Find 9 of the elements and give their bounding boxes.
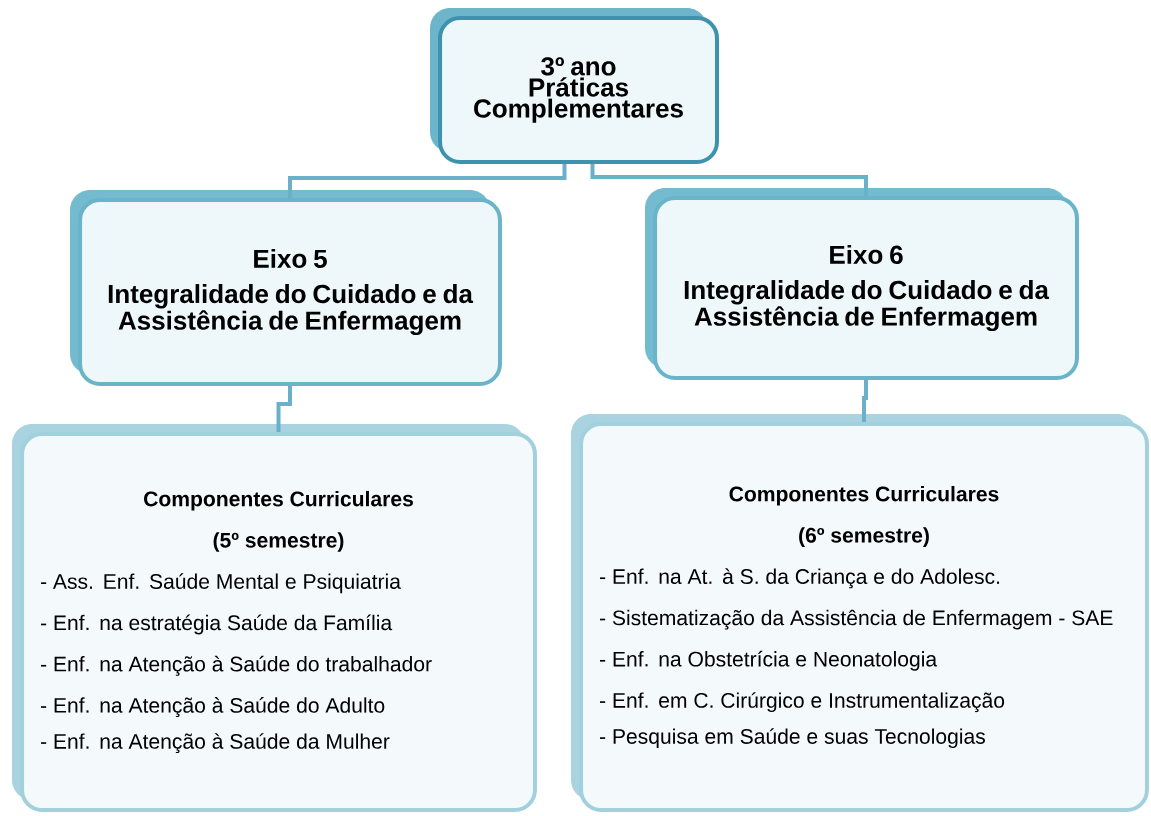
connector-line [590,164,868,197]
list-card: Componentes Curriculares (5º semestre) - Ass. Enf. Saúde Mental e Psiquiatria - Enf. na estratégia Saúde da Família - Enf. na Atenção à Saúde do trabalhador - Enf. na Atenção à Saúde do Adulto - Enf. na Atenção à Saúde da Mulher [12,424,537,812]
connector-line [862,380,868,423]
process-box: 3º ano Práticas Complementares [430,8,719,164]
process-box: Eixo 5 Integralidade do Cuidado e da Assistência de Enfermagem [70,190,502,386]
connector-line [288,164,567,198]
list-card: Componentes Curriculares (6º semestre) - Enf. na At. à S. da Criança e do Adolesc. - Sistematização da Assistência de Enfermagem - SAE - Enf. na Obstetrícia e Neonatologia - Enf. em C. Cirúrgico e Instrumentalização - Pesquisa em Saúde e suas Tecnologias [571,414,1149,812]
connector-line [276,386,292,433]
process-box: Eixo 6 Integralidade do Cuidado e da Assistência de Enfermagem [645,188,1079,380]
